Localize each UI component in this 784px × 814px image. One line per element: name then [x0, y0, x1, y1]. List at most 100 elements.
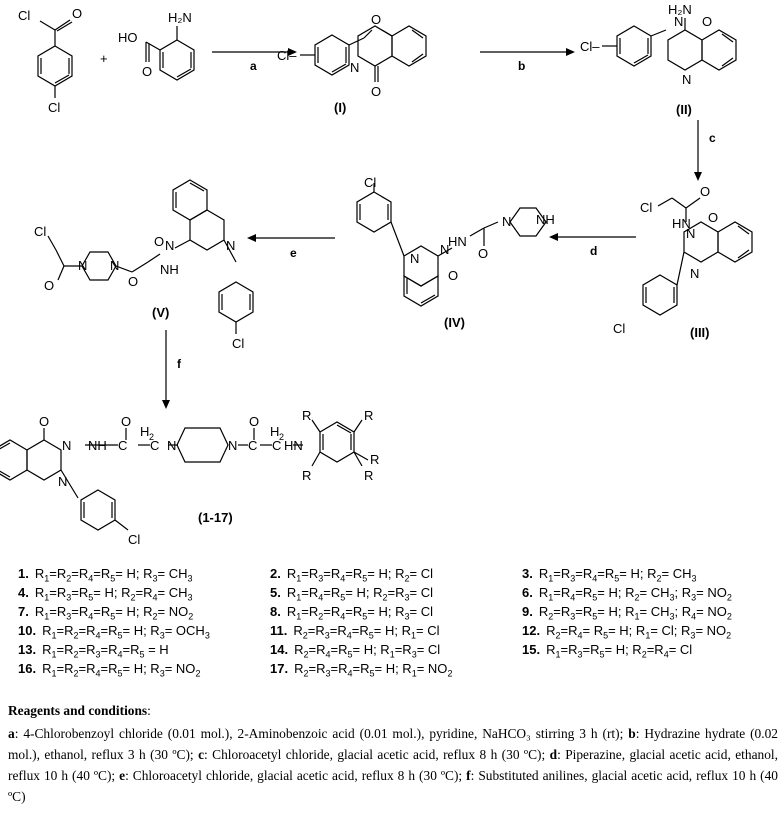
- atom-o: O: [142, 64, 152, 79]
- atom-nh: NH: [160, 262, 179, 277]
- atom-hn: HN: [284, 438, 303, 453]
- compound-I: Cl– O N O (I): [277, 12, 427, 115]
- atom-hn: HN: [448, 234, 467, 249]
- atom-hn: NH: [88, 438, 107, 453]
- arrowhead: [694, 172, 702, 181]
- reagent-d: d: Piperazine, glacial acetic acid, etha…: [8, 747, 778, 783]
- compound-row: 1.R1=R2=R4=R5= H; R3= CH3 2.R1=R3=R4=R5=…: [18, 565, 778, 584]
- compound-entry: 4.R1=R3=R5= H; R2=R4= CH3: [18, 584, 193, 603]
- compound-row: 16.R1=R2=R4=R5= H; R3= NO2 17.R2=R3=R4=R…: [18, 660, 778, 679]
- atom-cl: Cl: [640, 200, 652, 215]
- atom-cl: Cl–: [580, 39, 600, 54]
- atom-n: N: [58, 474, 67, 489]
- compound-row: 4.R1=R3=R5= H; R2=R4= CH3 5.R1=R4=R5= H;…: [18, 584, 778, 603]
- compound-entry: 13.R1=R2=R3=R4=R5 = H: [18, 641, 169, 660]
- compound-label: (IV): [444, 315, 465, 330]
- 4-chlorobenzoyl-chloride: Cl O Cl: [18, 6, 82, 115]
- compound-label: (I): [334, 100, 346, 115]
- atom-o: O: [700, 184, 710, 199]
- atom-c: C: [150, 438, 159, 453]
- atom-c: C: [248, 438, 257, 453]
- reaction-scheme: Cl O Cl + H₂N HO O a Cl– O: [0, 2, 753, 547]
- atom-c: C: [272, 438, 281, 453]
- atom-n: N: [440, 242, 449, 257]
- atom-o: O: [128, 274, 138, 289]
- atom-n: N: [62, 438, 71, 453]
- atom-h2: H: [140, 424, 149, 439]
- arrow-label-c: c: [709, 131, 716, 145]
- reagents-heading: Reagents and conditions:: [8, 703, 151, 718]
- arrowhead: [247, 234, 256, 242]
- reagent-e: e: Chloroacetyl chloride, glacial acetic…: [119, 768, 463, 783]
- atom-h2-sub: 2: [279, 432, 284, 442]
- atom-o: O: [154, 234, 164, 249]
- atom-cl: Cl: [128, 532, 140, 547]
- atom-n: N: [502, 214, 511, 229]
- atom-nh: NH: [536, 212, 555, 227]
- compound-entry: 14.R2=R4=R5= H; R1=R3= Cl: [270, 641, 441, 660]
- atom-cl: Cl: [34, 224, 46, 239]
- compound-IV: Cl N N HN O O N NH (IV): [356, 175, 555, 330]
- compound-entry: 12.R2=R4= R5= H; R1= Cl; R3= NO2: [522, 622, 732, 641]
- arrowhead: [566, 48, 575, 56]
- compound-entry: 10.R1=R2=R4=R5= H; R3= OCH3: [18, 622, 210, 641]
- atom-h2n: H₂N: [168, 10, 192, 25]
- compound-row: 7.R1=R3=R4=R5= H; R2= NO2 8.R1=R2=R4=R5=…: [18, 603, 778, 622]
- compound-entry: 3.R1=R3=R4=R5= H; R2= CH3: [522, 565, 697, 584]
- compound-label: (1-17): [198, 510, 233, 525]
- atom-n: N: [410, 251, 419, 266]
- compound-entry: 1.R1=R2=R4=R5= H; R3= CH3: [18, 565, 193, 584]
- atom-cl: Cl: [18, 8, 30, 23]
- atom-n: N: [110, 258, 119, 273]
- atom-n: N: [226, 238, 235, 253]
- label-r1: R: [302, 408, 311, 423]
- atom-ho: HO: [118, 30, 138, 45]
- compound-label: (II): [676, 102, 692, 117]
- atom-o: O: [448, 268, 458, 283]
- compound-entry: 7.R1=R3=R4=R5= H; R2= NO2: [18, 603, 194, 622]
- atom-c: C: [118, 438, 127, 453]
- compound-entry: 6.R1=R4=R5= H; R2= CH3; R3= NO2: [522, 584, 732, 603]
- atom-n: N: [228, 438, 237, 453]
- atom-n: N: [350, 60, 359, 75]
- reagents-and-conditions: Reagents and conditions: a: 4-Chlorobenz…: [8, 700, 778, 807]
- compound-entry: 16.R1=R2=R4=R5= H; R3= NO2: [18, 660, 201, 679]
- atom-o: O: [478, 246, 488, 261]
- 2-aminobenzoic-acid: H₂N HO O: [118, 10, 195, 81]
- reagent-f: f: Substituted anilines, glacial acetic …: [8, 768, 778, 804]
- atom-o: O: [249, 414, 259, 429]
- label-r5: R: [302, 468, 311, 483]
- compound-entry: 8.R1=R2=R4=R5= H; R3= Cl: [270, 603, 433, 622]
- reagent-b: b: Hydrazine hydrate (0.02 mol.), ethano…: [8, 726, 778, 762]
- arrowhead: [162, 400, 170, 409]
- arrow-label-a: a: [250, 59, 257, 73]
- compound-entry: 11.R2=R3=R4=R5= H; R1= Cl: [270, 622, 440, 641]
- atom-n: N: [165, 238, 174, 253]
- compound-entry: 15.R1=R3=R5= H; R2=R4= Cl: [522, 641, 693, 660]
- compound-label: (III): [690, 325, 710, 340]
- atom-cl: Cl–: [277, 48, 297, 63]
- label-r2: R: [364, 408, 373, 423]
- arrow-label-e: e: [290, 246, 297, 260]
- arrowhead: [288, 48, 297, 56]
- compound-list: 1.R1=R2=R4=R5= H; R3= CH3 2.R1=R3=R4=R5=…: [18, 565, 778, 679]
- atom-n: N: [690, 266, 699, 281]
- atom-h2-sub: 2: [149, 432, 154, 442]
- plus-sign: +: [100, 51, 108, 66]
- atom-cl: Cl: [48, 100, 60, 115]
- compound-III: Cl O HN O N N Cl (III): [613, 184, 753, 340]
- compound-row: 10.R1=R2=R4=R5= H; R3= OCH3 11.R2=R3=R4=…: [18, 622, 778, 641]
- atom-n: N: [686, 226, 695, 241]
- atom-hn: HN: [672, 216, 691, 231]
- label-r4: R: [364, 468, 373, 483]
- compound-entry: 5.R1=R4=R5= H; R2=R3= Cl: [270, 584, 433, 603]
- atom-o: O: [121, 414, 131, 429]
- atom-n: N: [682, 72, 691, 87]
- compound-entry: 17.R2=R3=R4=R5= H; R1= NO2: [270, 660, 453, 679]
- arrow-label-d: d: [590, 244, 597, 258]
- compound-entry: 2.R1=R3=R4=R5= H; R2= Cl: [270, 565, 433, 584]
- atom-o: O: [708, 210, 718, 225]
- arrowhead: [549, 233, 558, 241]
- final-compound: O N N NH C O H 2 C N N C O H 2 C HN R R …: [0, 408, 379, 547]
- atom-cl: Cl: [364, 175, 376, 190]
